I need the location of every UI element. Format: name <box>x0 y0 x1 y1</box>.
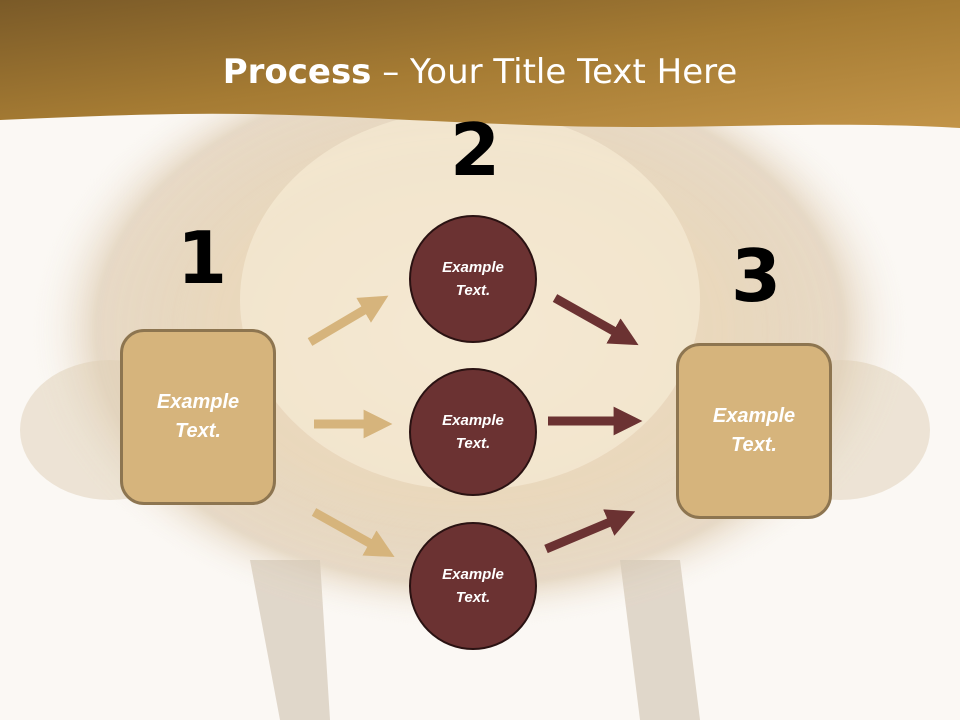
arrow-top-to-right <box>552 294 639 346</box>
slide-title-rest: – Your Title Text Here <box>371 52 738 92</box>
circle-bottom-label: Example Text. <box>442 566 504 606</box>
circle-top: Example Text. <box>409 215 537 343</box>
arrow-left-to-bottom <box>311 508 395 558</box>
right-box-label: Example Text. <box>712 405 796 456</box>
title-banner <box>0 0 960 128</box>
step-number-2: 2 <box>450 108 501 192</box>
right-box: Example Text. <box>676 343 832 519</box>
step-number-1: 1 <box>177 216 228 300</box>
slide-title-bold: Process <box>222 52 372 92</box>
step-number-3: 3 <box>731 234 782 318</box>
slide-title: Process – Your Title Text Here <box>0 52 960 92</box>
arrow-left-to-top <box>307 295 389 346</box>
circle-middle-label: Example Text. <box>442 412 504 452</box>
left-box-label: Example Text. <box>156 391 240 442</box>
arrow-bottom-to-right <box>544 509 636 554</box>
left-box: Example Text. <box>120 329 276 505</box>
circle-bottom: Example Text. <box>409 522 537 650</box>
circle-top-label: Example Text. <box>442 259 504 299</box>
circle-middle: Example Text. <box>409 368 537 496</box>
